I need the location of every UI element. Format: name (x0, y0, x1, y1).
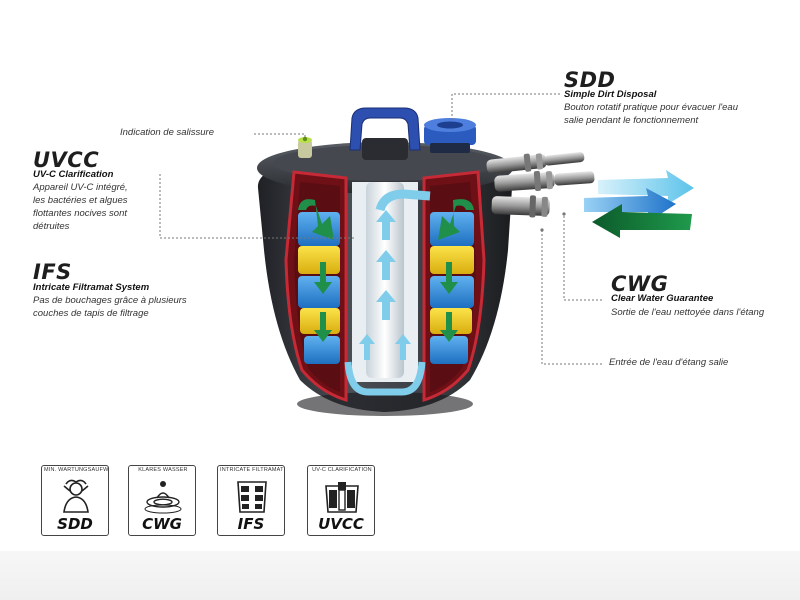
filter-layers-icon (237, 481, 267, 513)
uvcc-code: UVCC (33, 148, 100, 172)
badge-ifs-arc: Intricate Filtramat System (220, 467, 284, 473)
badge-uvcc: UV-C Clarification UVCC (307, 465, 375, 536)
leader-inlet (541, 230, 602, 365)
badge-cwg-arc: Klares Wasser (138, 467, 188, 473)
badge-cwg: Klares Wasser CWG (128, 465, 196, 536)
sdd-code: SDD (564, 68, 616, 92)
dirty-inlet-label: Entrée de l'eau d'étang salie (609, 357, 729, 368)
hose-connectors (486, 152, 595, 218)
leader-dirt-indicator (254, 133, 306, 140)
cwg-code: CWG (611, 272, 669, 296)
uvcc-desc-4: détruites (33, 221, 70, 232)
badge-uvcc-arc: UV-C Clarification (312, 467, 372, 473)
sdd-desc-1: Bouton rotatif pratique pour évacuer l'e… (564, 102, 738, 113)
flow-arrows-down (298, 199, 474, 342)
flow-arrows-up (359, 210, 411, 360)
relaxed-person-icon (63, 479, 89, 513)
leader-cwg (563, 214, 602, 301)
uvcc-desc-2: les bactéries et algues (33, 195, 128, 206)
lid-handle (349, 107, 421, 151)
dirt-indicator-label: Indication de salissure (120, 127, 214, 138)
clean-water-arrow (598, 170, 694, 204)
badge-ifs: Intricate Filtramat System IFS (217, 465, 285, 536)
dirt-indicator (298, 140, 312, 158)
ifs-desc-1: Pas de bouchages grâce à plusieurs (33, 295, 187, 306)
ifs-name: Intricate Filtramat System (33, 282, 150, 293)
badge-sdd-arc: Min. Wartungsaufwand (44, 467, 108, 473)
uvcc-name: UV-C Clarification (33, 169, 114, 180)
leader-sdd (451, 93, 560, 120)
uvcc-desc-3: flottantes nocives sont (33, 208, 127, 219)
badge-uvcc-code: UVCC (318, 515, 364, 533)
ifs-desc-2: couches de tapis de filtrage (33, 308, 149, 319)
badge-sdd-code: SDD (57, 515, 93, 533)
badge-ifs-code: IFS (237, 515, 265, 533)
sdd-name: Simple Dirt Disposal (564, 89, 657, 100)
ifs-code: IFS (33, 260, 72, 284)
cwg-name: Clear Water Guarantee (611, 293, 714, 304)
badge-sdd: Min. Wartungsaufwand SDD (41, 465, 109, 536)
dirty-water-arrow (592, 204, 692, 238)
water-drop-icon (144, 481, 182, 514)
leader-uvcc (159, 174, 355, 239)
uvcc-desc-1: Appareil UV-C intégré, (33, 182, 128, 193)
cwg-desc-1: Sortie de l'eau nettoyée dans l'étang (611, 307, 765, 318)
badge-cwg-code: CWG (142, 515, 182, 533)
footer-strip (0, 551, 800, 600)
uv-lamp-icon (325, 482, 359, 513)
sdd-desc-2: salie pendant le fonctionnement (564, 115, 699, 126)
